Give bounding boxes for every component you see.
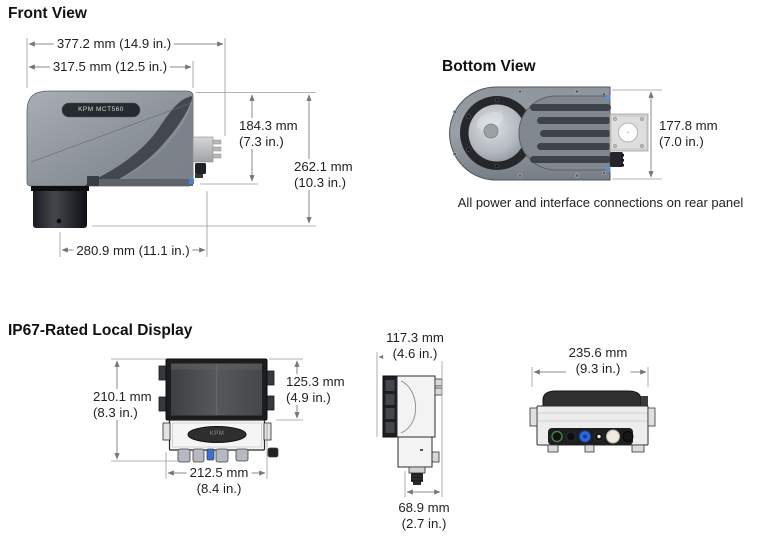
display-logo-label: KPM: [209, 431, 225, 437]
dim-display-bottom-width-in: (9.3 in.): [575, 360, 621, 376]
side-bottom-gland: [408, 466, 426, 485]
sensor-dark-sweep: [84, 96, 192, 186]
cable-glands: [177, 447, 279, 463]
dim-display-depth-in: (4.6 in.): [392, 345, 438, 361]
side-small-vent: [420, 449, 423, 451]
bottom-left-tab: [529, 407, 538, 427]
dim-body-width: 317.5 mm (12.5 in.): [49, 59, 171, 75]
blue-marker-bottom: [606, 167, 611, 172]
dim-display-bottom-width: 235.6 mm (9.3 in.): [565, 345, 631, 376]
sensor-snout-cylinder: [31, 186, 89, 228]
connector-black-3: [622, 431, 634, 442]
display-side-illustration: [382, 375, 443, 485]
bottom-feet: [547, 444, 645, 453]
sensor-lower-right-shade: [106, 99, 193, 186]
dim-display-depth-mm: 117.3 mm: [386, 330, 444, 345]
connector-blue-core: [583, 434, 587, 439]
rear-power-connector: [610, 152, 624, 167]
dim-lower-depth: 68.9 mm (2.7 in.): [395, 500, 453, 531]
dim-display-height-in: (8.3 in.): [93, 404, 138, 420]
front-view-sensor-illustration: [26, 90, 222, 228]
rear-connector: [189, 136, 222, 184]
dim-bottom-width-in: (7.0 in.): [659, 133, 704, 149]
display-front-illustration: [158, 358, 279, 463]
display-section-title: IP67-Rated Local Display: [8, 322, 193, 339]
sensor-bottom-step: [87, 179, 193, 186]
bottom-view-sensor-illustration: [449, 86, 649, 181]
lens-window: [460, 96, 534, 170]
connector-white: [606, 429, 620, 444]
lower-left-foot: [162, 422, 171, 441]
rear-panel-caption: All power and interface connections on r…: [457, 195, 744, 210]
dim-overall-height-in: (10.3 in.): [294, 174, 347, 190]
extension-lines: [26, 38, 662, 497]
dim-upper-height: 184.3 mm (7.3 in.): [236, 118, 301, 149]
dim-bottom-width-mm: 177.8 mm: [659, 118, 718, 133]
connector-black-2-pin: [597, 434, 601, 439]
side-door-curve: [400, 380, 417, 434]
dim-lower-depth-in: (2.7 in.): [401, 515, 447, 531]
bottom-right-tab: [647, 407, 656, 427]
connector-black-1: [566, 431, 576, 442]
connector-green: [551, 430, 563, 443]
dim-bottom-width: 177.8 mm (7.0 in.): [656, 118, 721, 149]
mounting-flange: [609, 113, 649, 152]
dim-overall-width: 377.2 mm (14.9 in.): [53, 36, 175, 52]
dim-display-height-mm: 210.1 mm: [93, 389, 152, 404]
dim-lower-width: 280.9 mm (11.1 in.): [73, 243, 193, 259]
dim-display-bottom-width-mm: 235.6 mm: [568, 345, 628, 360]
cooling-fins: [518, 95, 611, 171]
dim-overall-height: 262.1 mm (10.3 in.): [291, 159, 356, 190]
bottom-lid-tab: [641, 396, 648, 406]
dim-display-width-in: (8.4 in.): [196, 480, 242, 496]
dim-screen-height: 125.3 mm (4.9 in.): [283, 374, 348, 405]
dim-lower-depth-mm: 68.9 mm: [398, 500, 450, 515]
dim-display-width-mm: 212.5 mm: [189, 465, 249, 480]
sensor-name-badge: [61, 102, 141, 118]
sensor-model-label: KPM MCT560: [78, 106, 124, 113]
sensor-crease-line: [30, 102, 192, 163]
dim-upper-height-mm: 184.3 mm: [239, 118, 298, 133]
bottom-lid: [542, 390, 642, 407]
dim-overall-height-mm: 262.1 mm: [294, 159, 353, 174]
dim-screen-height-mm: 125.3 mm: [286, 374, 345, 389]
blue-marker-top: [606, 95, 611, 100]
display-bottom-illustration: [529, 390, 656, 453]
lower-box-inner-line: [172, 422, 262, 448]
bottom-view-title: Bottom View: [442, 58, 536, 75]
dim-screen-height-in: (4.9 in.): [286, 389, 331, 405]
dim-upper-height-in: (7.3 in.): [239, 133, 284, 149]
side-lower-box: [397, 436, 433, 468]
front-view-title: Front View: [8, 5, 87, 22]
panel-connectors: [551, 429, 634, 444]
display-logo-badge: [187, 426, 247, 443]
lower-right-foot: [263, 422, 272, 441]
body-screws: [452, 89, 607, 178]
dim-display-depth: 117.3 mm (4.6 in.): [383, 330, 447, 361]
side-bezel-segments: [385, 380, 395, 433]
sensor-bottom-lip: [87, 176, 99, 186]
dim-display-height: 210.1 mm (8.3 in.): [90, 389, 155, 420]
dim-display-width: 212.5 mm (8.4 in.): [186, 465, 252, 496]
